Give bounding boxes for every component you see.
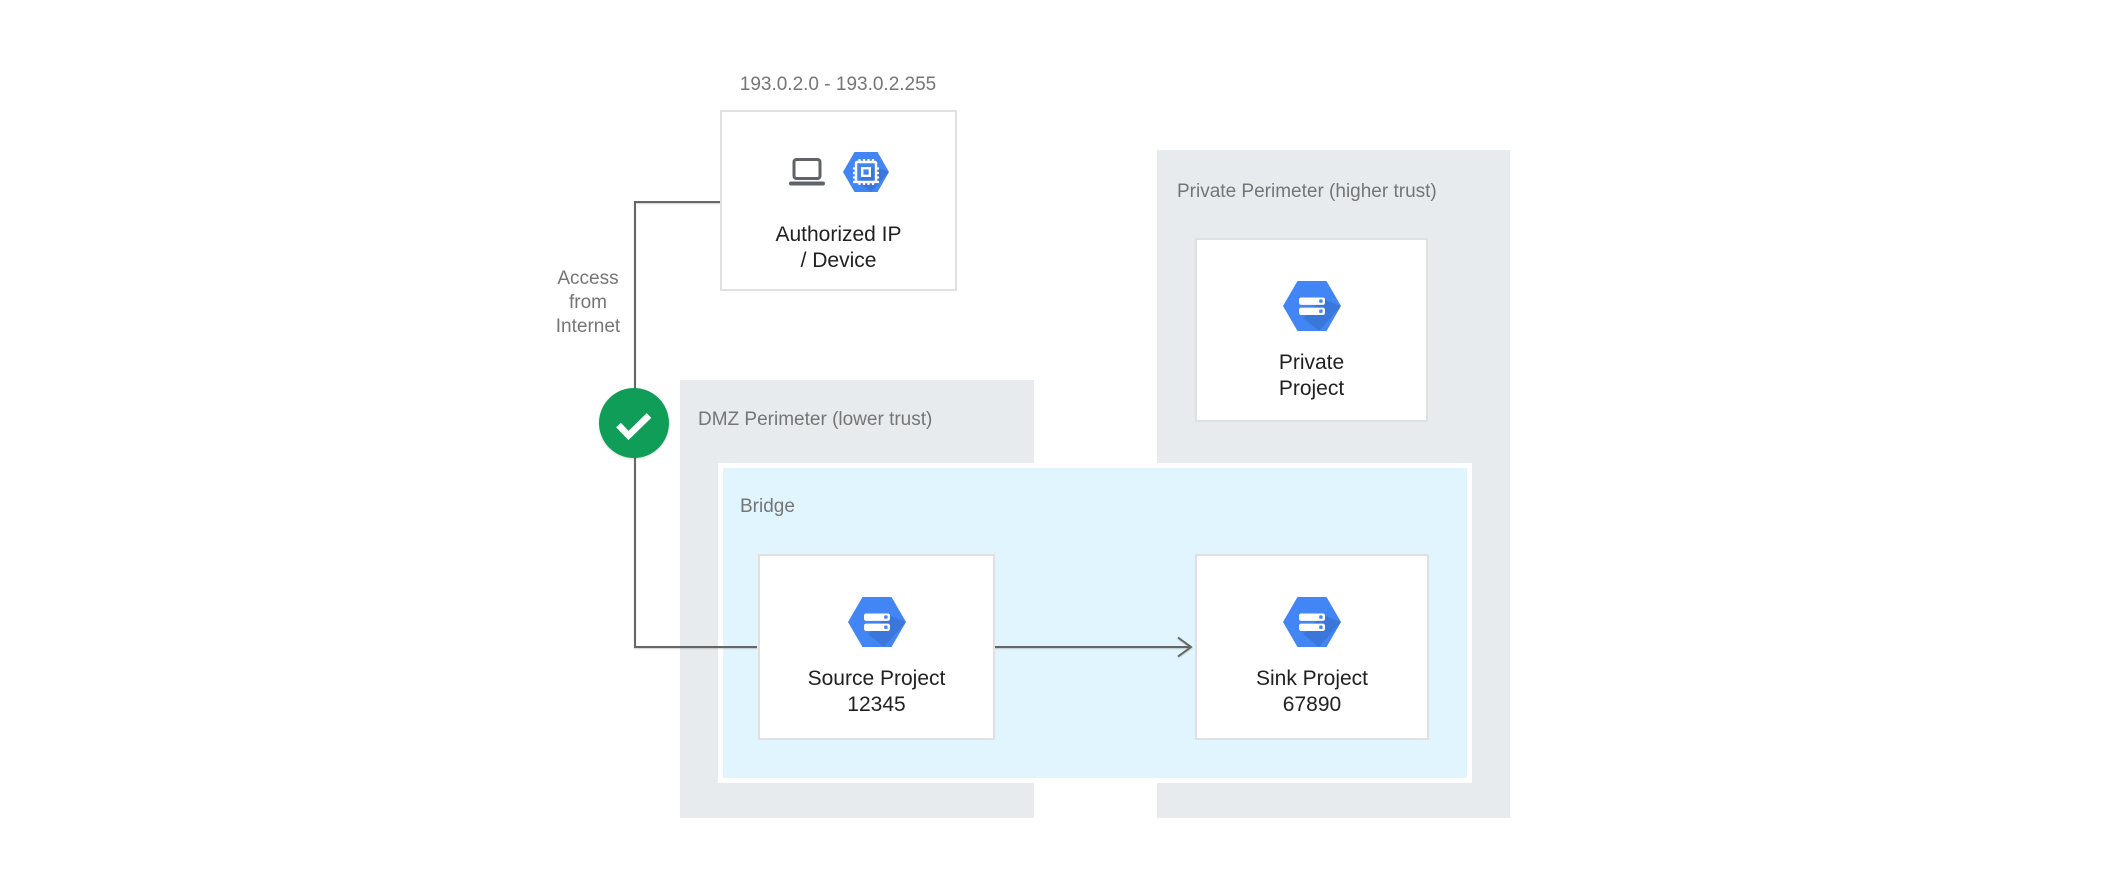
source-node-icon-wrap <box>847 597 906 647</box>
project-hexagon-icon <box>847 597 906 647</box>
access-label-line: from <box>569 292 607 313</box>
authorized-node-line1: Authorized IP <box>775 223 902 246</box>
project-hexagon-icon <box>1282 281 1341 331</box>
sink-project-node: Sink Project 67890 <box>1195 554 1429 740</box>
private-project-node: Private Project <box>1195 238 1428 422</box>
source-node-line1: Source Project <box>807 667 946 690</box>
source-project-node: Source Project 12345 <box>758 554 995 740</box>
laptop-icon <box>788 157 825 185</box>
compute-engine-hexagon-icon <box>842 152 889 192</box>
access-from-internet-label: Access from Internet <box>520 267 656 339</box>
private-perimeter-label: Private Perimeter (higher trust) <box>1177 181 1437 202</box>
private-node-text: Private Project <box>1279 350 1344 402</box>
project-hexagon-icon <box>1283 597 1341 647</box>
authorized-node-icons <box>788 152 889 192</box>
access-label-line: Internet <box>555 316 621 337</box>
access-label-line: Access <box>557 268 619 289</box>
authorized-ip-device-node: Authorized IP / Device <box>720 110 957 291</box>
dmz-perimeter-label: DMZ Perimeter (lower trust) <box>698 409 933 430</box>
ip-range-label: 193.0.2.0 - 193.0.2.255 <box>739 74 937 95</box>
sink-node-icon-wrap <box>1283 597 1341 647</box>
sink-node-line1: Sink Project <box>1255 667 1369 690</box>
sink-node-text: Sink Project 67890 <box>1256 666 1368 718</box>
authorized-node-line2: / Device <box>800 249 877 272</box>
check-circle-icon <box>599 388 669 458</box>
private-node-line2: Project <box>1278 377 1345 400</box>
source-node-line2: 12345 <box>847 693 906 716</box>
authorized-node-text: Authorized IP / Device <box>775 222 901 274</box>
private-node-line1: Private <box>1278 351 1345 374</box>
bridge-label: Bridge <box>740 496 795 517</box>
private-node-icon-wrap <box>1282 281 1341 331</box>
sink-node-line2: 67890 <box>1282 693 1342 716</box>
source-node-text: Source Project 12345 <box>808 666 946 718</box>
